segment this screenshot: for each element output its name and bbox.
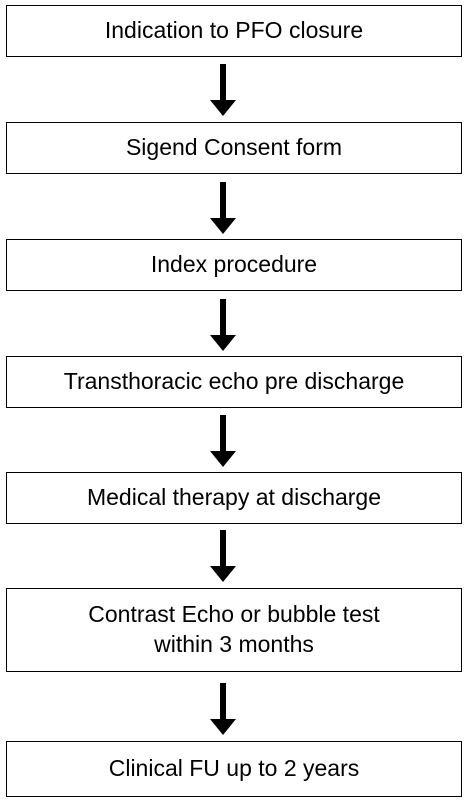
step-medical-therapy-box: Medical therapy at discharge bbox=[6, 472, 462, 524]
step-index-procedure-box: Index procedure bbox=[6, 239, 462, 291]
step-contrast-echo-label: Contrast Echo or bubble test within 3 mo… bbox=[88, 601, 380, 657]
step-contrast-echo-box: Contrast Echo or bubble test within 3 mo… bbox=[6, 588, 462, 672]
step-clinical-fu-box: Clinical FU up to 2 years bbox=[6, 741, 462, 797]
arrow-down-icon bbox=[210, 299, 236, 351]
step-echo-pre-discharge-box: Transthoracic echo pre discharge bbox=[6, 356, 462, 408]
arrow-down-icon bbox=[210, 683, 236, 735]
arrow-down-icon bbox=[210, 415, 236, 467]
step-indication-box: Indication to PFO closure bbox=[6, 5, 462, 57]
arrow-down-icon bbox=[210, 182, 236, 234]
step-clinical-fu-label: Clinical FU up to 2 years bbox=[108, 755, 360, 782]
step-consent-label: Sigend Consent form bbox=[125, 134, 343, 161]
step-indication-label: Indication to PFO closure bbox=[104, 17, 364, 44]
arrow-down-icon bbox=[210, 530, 236, 582]
step-medical-therapy-label: Medical therapy at discharge bbox=[86, 484, 382, 511]
step-echo-pre-discharge-label: Transthoracic echo pre discharge bbox=[63, 368, 405, 395]
arrow-down-icon bbox=[210, 64, 236, 116]
step-consent-box: Sigend Consent form bbox=[6, 122, 462, 174]
step-index-procedure-label: Index procedure bbox=[150, 251, 318, 278]
